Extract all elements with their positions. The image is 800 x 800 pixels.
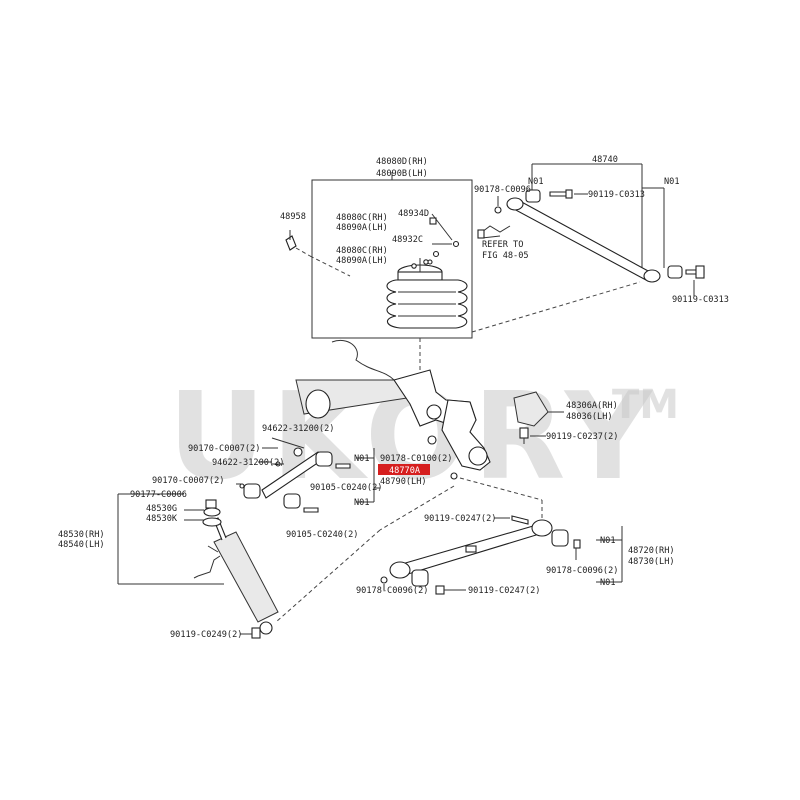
label-48306a: 48306A(RH): [566, 401, 618, 411]
label-48790: 48790(LH): [380, 477, 427, 487]
label-n01-c: N01: [354, 454, 370, 464]
label-90177: 90177-C0006: [130, 490, 187, 500]
bracket-48306a: [513, 391, 549, 427]
label-94622-a: 94622-31200(2): [262, 424, 334, 434]
part-labels: 48080D(RH) 48090B(LH) 48740 90178-C0096 …: [58, 155, 729, 640]
upper-control-rod: [511, 199, 651, 281]
axle-end: [305, 389, 331, 419]
highlight-48770a: [378, 464, 430, 475]
bushing-n01-e: [551, 529, 569, 547]
bushing-n01-b: [667, 265, 683, 279]
label-90178-c0096-b: 90178-C0096(2): [546, 566, 618, 576]
watermark-tm: TM: [612, 382, 679, 428]
shock-absorber-body: [213, 531, 279, 623]
label-94622-b: 94622-31200(2): [212, 458, 284, 468]
bushing-n01-f: [411, 569, 429, 587]
label-90119-c0247-b: 90119-C0247(2): [468, 586, 540, 596]
label-n01-d: N01: [354, 498, 370, 508]
label-48730: 48730(LH): [628, 557, 675, 567]
label-48080c-2: 48080C(RH): [336, 246, 388, 256]
lower-arm-group: [380, 515, 623, 595]
fitting-48934d: [429, 217, 437, 225]
shock-absorber-group: [117, 493, 279, 639]
label-n01-f: N01: [600, 578, 616, 588]
label-90178-c0100: 90178-C0100(2): [380, 454, 452, 464]
label-48958: 48958: [280, 212, 306, 222]
air-spring-group: [285, 172, 473, 339]
label-48720: 48720(RH): [628, 546, 675, 556]
label-48530k: 48530K: [146, 514, 178, 524]
label-90119-c0237: 90119-C0237(2): [546, 432, 618, 442]
label-n01-a: N01: [528, 177, 544, 187]
label-90119-c0247-a: 90119-C0247(2): [424, 514, 496, 524]
label-90119-c0313-b: 90119-C0313: [672, 295, 729, 305]
label-48090b: 48090B(LH): [376, 169, 428, 179]
label-n01-b: N01: [664, 177, 680, 187]
bushing-n01-c: [315, 451, 333, 467]
label-90105-b: 90105-C0240(2): [286, 530, 358, 540]
label-48090a-1: 48090A(LH): [336, 223, 388, 233]
label-48080d: 48080D(RH): [376, 157, 428, 167]
label-90170-a: 90170-C0007(2): [188, 444, 260, 454]
label-48770a: 48770A: [389, 466, 421, 476]
air-spring-bellows: [386, 258, 468, 329]
bushing-n01-d: [283, 493, 301, 509]
label-90105-a: 90105-C0240(2): [310, 483, 382, 493]
lateral-rod-group: [236, 437, 375, 513]
label-n01-e: N01: [600, 536, 616, 546]
label-48540: 48540(LH): [58, 540, 105, 550]
label-fig-48-05: FIG 48-05: [482, 251, 529, 261]
label-48740: 48740: [592, 155, 618, 165]
label-48530: 48530(RH): [58, 530, 105, 540]
label-48080c-1: 48080C(RH): [336, 213, 388, 223]
leader-lines: [258, 193, 588, 489]
label-90178-c0096-c: 90178-C0096(2): [356, 586, 428, 596]
label-90119-c0249: 90119-C0249(2): [170, 630, 242, 640]
label-48090a-2: 48090A(LH): [336, 256, 388, 266]
label-48530g: 48530G: [146, 504, 177, 514]
label-48934d: 48934D: [398, 209, 429, 219]
label-refer-to: REFER TO: [482, 240, 523, 250]
axle-group: [275, 281, 641, 623]
bushing-n01-a: [525, 189, 541, 203]
label-48932c: 48932C: [392, 235, 423, 245]
label-90178-c0096-a: 90178-C0096: [474, 185, 531, 195]
label-90119-c0313-a: 90119-C0313: [588, 190, 645, 200]
label-90170-b: 90170-C0007(2): [152, 476, 224, 486]
label-48036: 48036(LH): [566, 412, 613, 422]
bracket-48958: [285, 235, 297, 251]
